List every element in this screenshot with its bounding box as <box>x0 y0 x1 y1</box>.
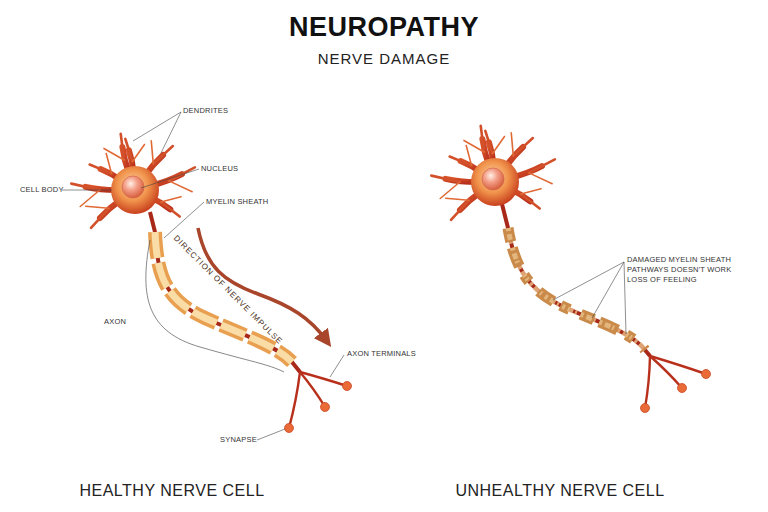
terminal-branch <box>289 372 300 428</box>
part-label: AXON TERMINALS <box>347 350 416 359</box>
dendrite <box>521 194 540 208</box>
subtitle: NERVE DAMAGE <box>318 50 451 67</box>
axon <box>150 212 300 372</box>
title: NEUROPATHY <box>289 12 479 43</box>
part-label: DENDRITES <box>183 107 228 116</box>
dendrites <box>71 134 195 228</box>
dendrite-branch <box>161 197 181 202</box>
dendrite <box>90 165 112 174</box>
damaged-myelin-texture <box>508 228 645 350</box>
dendrite-branch <box>133 144 145 161</box>
dendrite-branch <box>464 140 484 152</box>
dendrite-branch <box>521 189 541 194</box>
dendrite <box>91 208 109 228</box>
part-label: DAMAGED MYELIN SHEATH PATHWAYS DOESN'T W… <box>627 255 739 285</box>
leader-line <box>592 262 624 318</box>
dendrite-branch <box>440 182 460 198</box>
synapse-bulb <box>702 370 711 379</box>
axon-bracket <box>146 240 284 372</box>
dendrite <box>529 159 555 173</box>
part-label: NUCLEUS <box>201 165 238 174</box>
leader-line <box>257 429 285 440</box>
dendrite-branch <box>86 206 109 208</box>
myelin-sheath <box>155 232 292 362</box>
dendrite-branch <box>446 198 469 200</box>
dendrite <box>71 184 99 190</box>
dendrite-branch <box>104 148 124 160</box>
part-label: CELL BODY <box>20 186 64 195</box>
myelin-highlight <box>155 232 292 362</box>
dendrite <box>513 138 533 156</box>
dendrites <box>431 126 555 220</box>
dendrite <box>451 200 469 220</box>
dendrite <box>161 202 180 216</box>
panel-caption: HEALTHY NERVE CELL <box>79 482 264 500</box>
part-label: DIRECTION OF NERVE IMPULSE <box>172 234 285 347</box>
cell-body <box>111 166 159 214</box>
healthy-neuron <box>71 134 351 433</box>
synapse-bulb <box>321 403 330 412</box>
panel-caption: UNHEALTHY NERVE CELL <box>455 482 664 500</box>
dendrite <box>450 157 472 166</box>
terminal-branch <box>300 372 347 386</box>
dendrite-branch <box>106 153 111 173</box>
leader-line <box>330 355 344 377</box>
cell-body <box>471 158 519 206</box>
dendrite-branch <box>80 190 100 206</box>
dendrite-branch <box>151 141 153 164</box>
dendrite-branch <box>529 173 552 184</box>
synapse-bulb <box>285 424 294 433</box>
dendrite-branch <box>466 145 471 165</box>
leader-lines <box>62 112 626 440</box>
nucleus <box>482 168 504 190</box>
terminal-branch <box>645 356 650 408</box>
part-label: SYNAPSE <box>220 436 257 445</box>
dendrite <box>481 126 484 152</box>
part-label: MYELIN SHEATH <box>206 198 268 207</box>
synapse-bulb <box>343 382 352 391</box>
synapse-bulb <box>678 384 687 393</box>
leader-line <box>164 202 204 238</box>
leader-line <box>624 262 626 334</box>
leader-line <box>161 112 181 153</box>
dendrite <box>169 167 195 181</box>
dendrite <box>431 176 459 182</box>
synapse-bulb <box>641 404 650 413</box>
leader-line <box>62 190 112 191</box>
leader-line <box>141 169 199 188</box>
nucleus <box>122 176 144 198</box>
dendrite-branch <box>511 133 513 156</box>
axon-terminals <box>285 372 352 433</box>
axon-terminals <box>641 356 711 413</box>
dendrite-branch <box>169 181 192 192</box>
damaged-myelin <box>508 228 645 350</box>
dendrite <box>121 134 124 160</box>
terminal-branch <box>650 356 706 374</box>
dendrite-branch <box>493 136 505 153</box>
part-label: AXON <box>104 318 126 327</box>
